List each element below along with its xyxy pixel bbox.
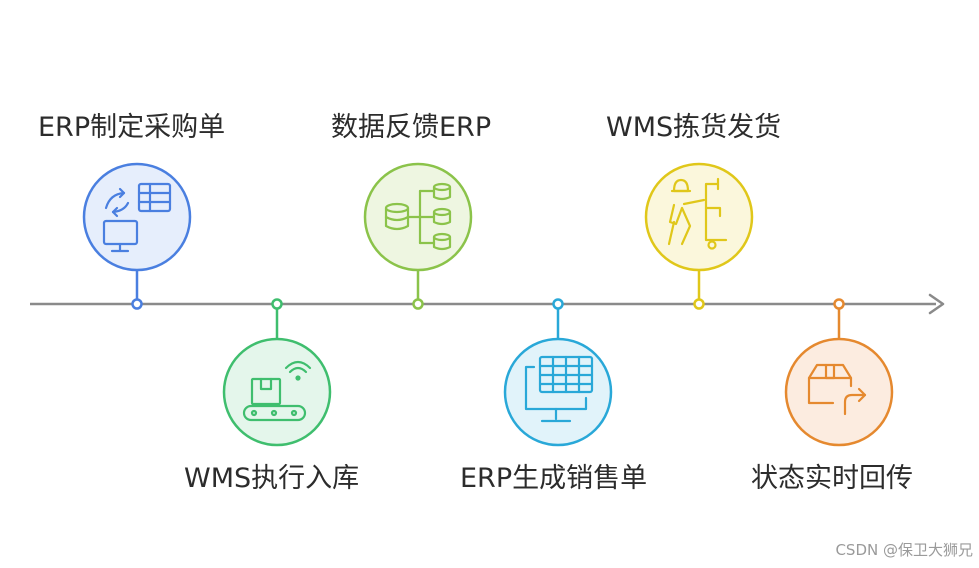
package-forward-icon bbox=[807, 363, 867, 416]
watermark: CSDN @保卫大狮兄 bbox=[835, 541, 973, 559]
step-5 bbox=[644, 162, 754, 310]
step-3 bbox=[363, 162, 473, 310]
worker-handcart-icon bbox=[667, 177, 728, 250]
step-1 bbox=[82, 162, 192, 310]
step-6 bbox=[784, 298, 894, 447]
step-2 bbox=[222, 298, 332, 447]
step-1-badge bbox=[82, 162, 192, 272]
conveyor-wifi-icon bbox=[242, 360, 312, 422]
step-4-label: ERP生成销售单 bbox=[460, 463, 648, 494]
step-1-label: ERP制定采购单 bbox=[38, 112, 226, 143]
timeline-arrow-head bbox=[928, 293, 945, 315]
computer-table-icon bbox=[524, 355, 594, 423]
step-2-badge bbox=[222, 337, 332, 447]
step-6-label: 状态实时回传 bbox=[751, 463, 913, 494]
step-5-badge bbox=[644, 162, 754, 272]
step-4 bbox=[503, 298, 613, 447]
step-3-label: 数据反馈ERP bbox=[331, 112, 492, 143]
step-2-label: WMS执行入库 bbox=[184, 463, 360, 494]
step-6-badge bbox=[784, 337, 894, 447]
step-5-label: WMS拣货发货 bbox=[606, 112, 782, 143]
database-sync-icon bbox=[384, 182, 452, 251]
data-exchange-icon bbox=[102, 182, 172, 253]
